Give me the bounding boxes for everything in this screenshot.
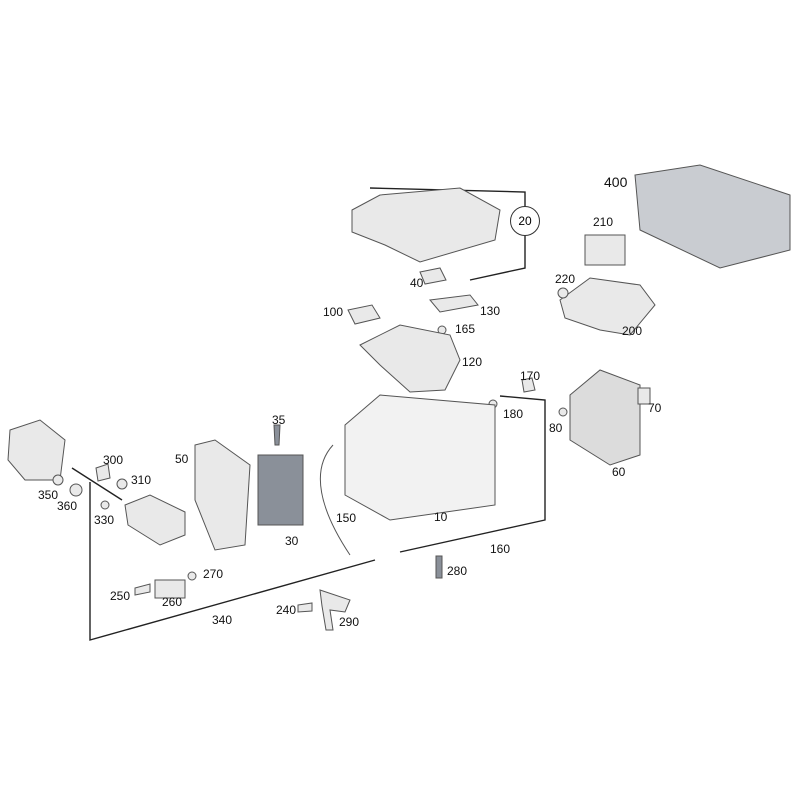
group-line-340-frame — [89, 482, 376, 641]
part-80-screw — [558, 407, 568, 417]
callout-10[interactable]: 10 — [434, 510, 448, 524]
part-240-bolt — [297, 602, 313, 613]
callout-165[interactable]: 165 — [455, 322, 476, 336]
callout-330[interactable]: 330 — [94, 513, 115, 527]
part-150-hose — [319, 444, 351, 556]
callout-40[interactable]: 40 — [410, 276, 424, 290]
callout-50[interactable]: 50 — [175, 452, 189, 466]
part-35-bolt — [273, 424, 281, 446]
part-10-battery — [344, 394, 496, 521]
group-line-340 — [71, 467, 123, 501]
callout-200[interactable]: 200 — [622, 324, 643, 338]
part-290-cable — [319, 589, 351, 631]
callout-180[interactable]: 180 — [503, 407, 524, 421]
callout-160[interactable]: 160 — [490, 542, 511, 556]
part-360-pulley — [69, 483, 83, 497]
part-310-nut — [116, 478, 128, 490]
part-50-cover — [194, 439, 251, 551]
callout-360[interactable]: 360 — [57, 499, 78, 513]
callout-30[interactable]: 30 — [285, 534, 299, 548]
callout-170[interactable]: 170 — [520, 369, 541, 383]
callout-280[interactable]: 280 — [447, 564, 468, 578]
callout-150[interactable]: 150 — [336, 511, 357, 525]
part-330-washer — [100, 500, 110, 510]
callout-80[interactable]: 80 — [549, 421, 563, 435]
part-170-screw — [521, 377, 536, 393]
callout-290[interactable]: 290 — [339, 615, 360, 629]
callout-260[interactable]: 260 — [162, 595, 183, 609]
callout-120[interactable]: 120 — [462, 355, 483, 369]
callout-210[interactable]: 210 — [593, 215, 614, 229]
callout-100[interactable]: 100 — [323, 305, 344, 319]
callout-220[interactable]: 220 — [555, 272, 576, 286]
group-line-160 — [399, 395, 546, 553]
part-400-fuse-box — [634, 164, 791, 269]
part-260-bracket — [154, 579, 186, 599]
part-70-clip — [637, 387, 651, 405]
callout-270[interactable]: 270 — [203, 567, 224, 581]
callout-130[interactable]: 130 — [480, 304, 501, 318]
part-60-cover — [569, 369, 641, 466]
callout-310[interactable]: 310 — [131, 473, 152, 487]
callout-240[interactable]: 240 — [276, 603, 297, 617]
part-280-screw — [435, 555, 443, 579]
part-250-bolt — [134, 583, 151, 596]
callout-60[interactable]: 60 — [612, 465, 626, 479]
part-350-nut — [52, 474, 64, 486]
callout-70[interactable]: 70 — [648, 401, 662, 415]
part-20-battery-cover — [351, 187, 501, 263]
part-270-nut — [187, 571, 197, 581]
part-300-cap — [95, 463, 111, 482]
part-220-nut — [557, 287, 569, 299]
part-40-clamp — [419, 267, 447, 285]
part-200-bracket — [559, 277, 656, 336]
callout-35[interactable]: 35 — [272, 413, 286, 427]
callout-20-text: 20 — [518, 214, 532, 228]
callout-340[interactable]: 340 — [212, 613, 233, 627]
callout-20[interactable]: 20 — [510, 206, 540, 236]
part-starter — [124, 494, 186, 546]
part-30-fuse-carrier — [257, 454, 304, 526]
part-120-distributor — [359, 324, 461, 393]
part-100-cap — [347, 304, 381, 325]
callout-350[interactable]: 350 — [38, 488, 59, 502]
part-130-terminal — [429, 294, 479, 313]
callout-250[interactable]: 250 — [110, 589, 131, 603]
part-210-relay — [584, 234, 626, 266]
callout-400[interactable]: 400 — [604, 174, 628, 190]
callout-300[interactable]: 300 — [103, 453, 124, 467]
part-alternator — [7, 419, 66, 481]
